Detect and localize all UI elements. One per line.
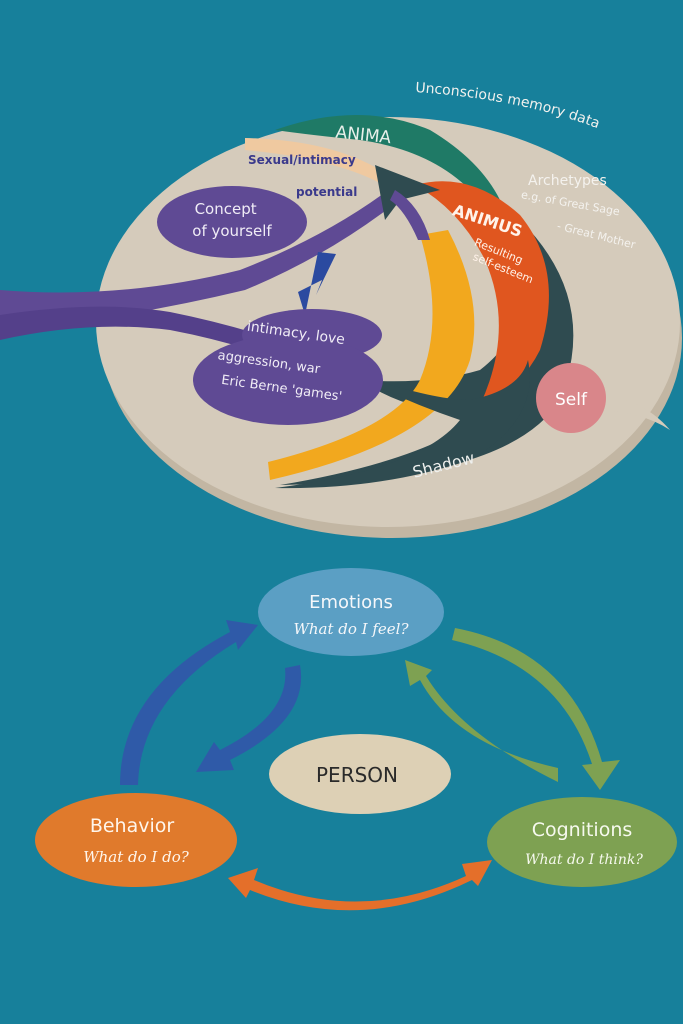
purple-stream-lower xyxy=(0,306,345,380)
animus-shape xyxy=(415,181,549,405)
arrow-emotions-to-cognitions xyxy=(452,628,620,790)
yellow-arc xyxy=(268,230,475,480)
arrow-behavior-cognitions xyxy=(228,860,492,911)
cognitions-node[interactable] xyxy=(487,797,677,887)
cbt-triangle: Emotions What do I feel? PERSON Behavior… xyxy=(35,568,677,911)
behavior-title: Behavior xyxy=(90,815,175,837)
self-label: Self xyxy=(555,390,588,410)
person-label: PERSON xyxy=(316,763,398,787)
self-circle xyxy=(536,363,606,433)
cognitions-title: Cognitions xyxy=(532,819,633,841)
concept-label: Concept of yourself xyxy=(192,200,272,240)
cognitions-question: What do I think? xyxy=(525,852,643,868)
unconscious-diagram: Unconscious memory data ANIMA Sexual/int… xyxy=(0,80,682,538)
arrow-emotions-to-behavior xyxy=(196,665,302,772)
sexual-potential-label: Sexual/intimacy potential xyxy=(248,153,360,199)
person-node[interactable] xyxy=(269,734,451,814)
shadow-wedge xyxy=(275,360,530,489)
arrow-cognitions-to-emotions xyxy=(405,660,558,782)
purple-stream-upper xyxy=(0,185,402,330)
self-tail xyxy=(590,395,670,430)
concept-bubble xyxy=(157,186,307,258)
sexual-potential-strip xyxy=(245,138,380,182)
anima-shape xyxy=(275,115,500,200)
behavior-node[interactable] xyxy=(35,793,237,887)
archetypes-label: Archetypes xyxy=(528,173,607,189)
purple-arc xyxy=(390,190,430,240)
aggression-bubble xyxy=(193,335,383,425)
emotions-title: Emotions xyxy=(309,592,393,613)
arrow-behavior-to-emotions xyxy=(120,620,258,785)
behavior-question: What do I do? xyxy=(83,848,190,866)
emotions-node[interactable] xyxy=(258,568,444,656)
down-arrow-icon xyxy=(298,252,336,315)
dark-arrowhead xyxy=(375,165,440,220)
emotions-question: What do I feel? xyxy=(293,620,409,638)
